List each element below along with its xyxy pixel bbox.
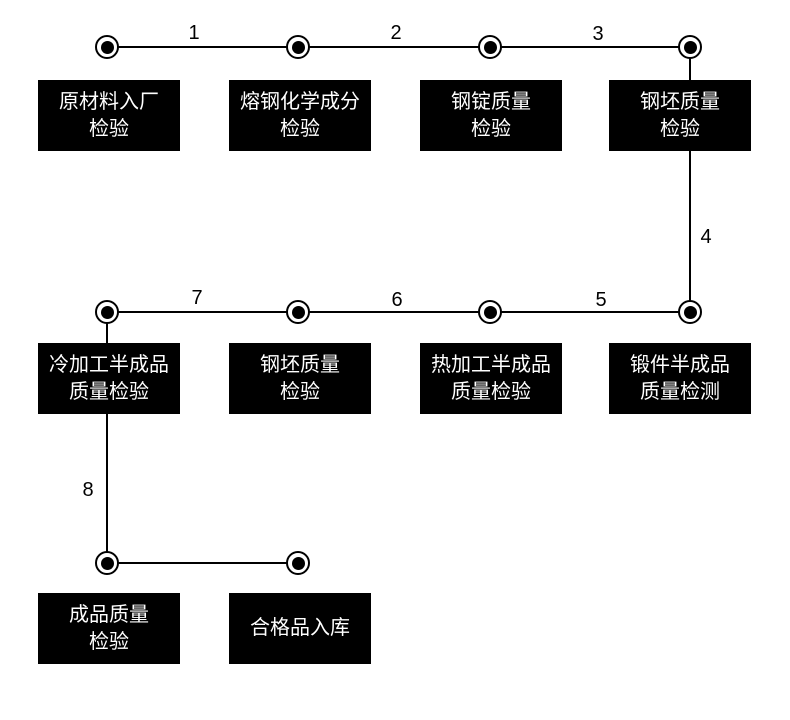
edge-label-5: 5 — [595, 289, 607, 311]
flow-node-1 — [95, 35, 119, 59]
flow-node-4 — [678, 35, 702, 59]
edge-line-left-vertical — [106, 312, 108, 563]
edge-label-8: 8 — [82, 479, 94, 501]
flow-node-7 — [478, 300, 502, 324]
node-dot — [483, 40, 497, 54]
edge-line-right-vertical — [689, 47, 691, 312]
box-steel-billet-quality-inspection-1: 钢坯质量 检验 — [609, 80, 751, 151]
box-cold-working-semifinished-quality-inspection: 冷加工半成品 质量检验 — [38, 343, 180, 414]
node-dot — [100, 40, 114, 54]
box-molten-steel-chemical-composition-inspection: 熔钢化学成分 检验 — [229, 80, 371, 151]
node-dot — [483, 305, 497, 319]
node-dot — [291, 556, 305, 570]
box-qualified-product-warehousing: 合格品入库 — [229, 593, 371, 664]
box-finished-product-quality-inspection: 成品质量 检验 — [38, 593, 180, 664]
edge-line-row2 — [107, 311, 690, 313]
flow-node-10 — [286, 551, 310, 575]
flow-node-3 — [478, 35, 502, 59]
edge-label-7: 7 — [191, 287, 203, 309]
edge-label-3: 3 — [592, 23, 604, 45]
box-hot-working-semifinished-quality-inspection: 热加工半成品 质量检验 — [420, 343, 562, 414]
edge-label-6: 6 — [391, 289, 403, 311]
node-dot — [291, 40, 305, 54]
node-dot — [100, 556, 114, 570]
box-forging-semifinished-quality-testing: 锻件半成品 质量检测 — [609, 343, 751, 414]
flow-node-6 — [286, 300, 310, 324]
flow-node-9 — [95, 551, 119, 575]
node-dot — [100, 305, 114, 319]
edge-line-row3 — [107, 562, 298, 564]
flow-node-2 — [286, 35, 310, 59]
edge-line-row1 — [107, 46, 690, 48]
flow-node-5 — [95, 300, 119, 324]
edge-label-2: 2 — [390, 22, 402, 44]
box-steel-ingot-quality-inspection: 钢锭质量 检验 — [420, 80, 562, 151]
flow-node-8 — [678, 300, 702, 324]
edge-label-4: 4 — [700, 226, 712, 248]
node-dot — [291, 305, 305, 319]
box-steel-billet-quality-inspection-2: 钢坯质量 检验 — [229, 343, 371, 414]
node-dot — [683, 40, 697, 54]
edge-label-1: 1 — [188, 22, 200, 44]
node-dot — [683, 305, 697, 319]
box-raw-material-entry-inspection: 原材料入厂 检验 — [38, 80, 180, 151]
